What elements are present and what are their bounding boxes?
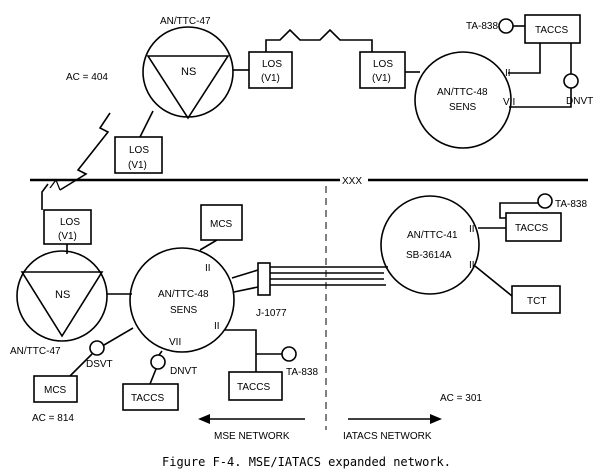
mcs-top-box (200, 204, 243, 241)
top-dnvt-phone (563, 73, 579, 89)
bottom-sens-port-vii: VII (169, 337, 181, 348)
bottom-sens-node (129, 247, 235, 353)
radio-link-tail (49, 178, 61, 191)
iatacs-node-line2: SB-3614A (406, 250, 452, 261)
dnvt-phone (150, 354, 166, 370)
top-taccs-box (524, 14, 581, 44)
mcs-to-sens (199, 239, 218, 251)
top-ta838-label: TA-838 (466, 21, 498, 32)
bottom-sens-line1: AN/TTC-48 (158, 289, 209, 300)
iatacs-network-label: IATACS NETWORK (343, 431, 432, 442)
bottom-ns-title: AN/TTC-47 (10, 346, 61, 357)
bottom-sens-line2: SENS (170, 305, 198, 316)
bottom-ns-node (16, 250, 108, 342)
bottom-ns-label: NS (55, 289, 70, 301)
radio-to-bottom-los (41, 183, 49, 210)
ta838-right-phone (537, 193, 553, 209)
tct-box (511, 285, 561, 314)
ac-301-label: AC = 301 (440, 393, 482, 404)
ns-to-lower-los-link (139, 110, 154, 138)
mcs-bottom-box (33, 375, 78, 403)
iatacs-arrow-head (430, 414, 442, 424)
iatacs-port-ii-b: II (469, 260, 475, 271)
top-right-los-box (359, 51, 406, 89)
mcs-bottom-label: MCS (44, 385, 67, 396)
radio-link-zigzag (59, 112, 111, 191)
top-sens-line2: SENS (449, 102, 477, 113)
dsvt-phone (89, 340, 105, 356)
top-right-los-line2: (V1) (372, 73, 391, 84)
dnvt-to-taccs (149, 368, 157, 385)
sens-to-dsvt (103, 327, 134, 346)
bottom-los-box (43, 209, 92, 245)
ta838-phone (281, 346, 297, 362)
top-los-lower-box (114, 136, 163, 174)
top-dnvt-label: DNVT (566, 96, 593, 107)
dnvt-label: DNVT (170, 366, 197, 377)
bottom-los-line2: (V1) (58, 231, 77, 242)
top-sens-port-vii: VII (503, 97, 515, 108)
tct-label: TCT (527, 296, 546, 307)
top-radio-bracket (265, 28, 373, 52)
sens-to-dnvt-top (509, 88, 572, 108)
iatacs-node-line1: AN/TTC-41 (407, 230, 458, 241)
top-los-lower-line1: LOS (129, 145, 149, 156)
taccs-right-label: TACCS (515, 223, 548, 234)
dsvt-to-mcs (69, 353, 93, 377)
mse-network-label: MSE NETWORK (214, 431, 290, 442)
ac-814-label: AC = 814 (32, 413, 74, 424)
dsvt-label: DSVT (86, 359, 113, 370)
top-ns-triangle (146, 55, 230, 120)
top-ns-title: AN/TTC-47 (160, 16, 211, 27)
mse-arrow-head (198, 414, 210, 424)
top-sens-line1: AN/TTC-48 (437, 87, 488, 98)
top-los-upper-line1: LOS (262, 59, 282, 70)
sens-to-dnvt (158, 350, 163, 356)
bottom-sens-port-ii-b: II (214, 321, 220, 332)
divider-label: XXX (342, 176, 362, 187)
taccs-bottom-label: TACCS (131, 393, 164, 404)
sens-to-j1077-a (231, 269, 259, 279)
iatacs-node (380, 195, 480, 295)
bottom-sens-port-ii-a: II (205, 263, 211, 274)
figure-caption: Figure F-4. MSE/IATACS expanded network. (162, 455, 451, 469)
iatacs-port-ii-a: II (469, 224, 475, 235)
top-right-los-line1: LOS (373, 59, 393, 70)
sens-to-taccs-top (508, 43, 541, 74)
taccs-bottom-box (122, 383, 179, 411)
taccs-to-ta838-right (499, 202, 538, 219)
j1077-label: J-1077 (256, 308, 287, 319)
top-ns-label: NS (181, 66, 196, 78)
ta838-label: TA-838 (286, 367, 318, 378)
top-ta838-phone (498, 18, 514, 34)
mcs-top-label: MCS (210, 219, 233, 230)
j1077-connector (257, 262, 271, 296)
taccs2-label: TACCS (237, 382, 270, 393)
taccs2-box (228, 371, 283, 401)
bottom-los-line1: LOS (60, 217, 80, 228)
sens-to-taccs2 (225, 329, 257, 372)
top-los-lower-line2: (V1) (128, 160, 147, 171)
ac-404-label: AC = 404 (66, 72, 108, 83)
top-sens-node (414, 51, 512, 149)
iatacs-to-tct (474, 265, 513, 297)
ta838-right-label: TA-838 (555, 199, 587, 210)
taccs-right-box (505, 212, 562, 242)
top-sens-port-ii: II (505, 68, 511, 79)
sens-to-j1077-b (233, 286, 259, 293)
top-taccs-label: TACCS (535, 25, 568, 36)
top-los-upper-line2: (V1) (261, 73, 280, 84)
bottom-ns-triangle (20, 271, 104, 338)
